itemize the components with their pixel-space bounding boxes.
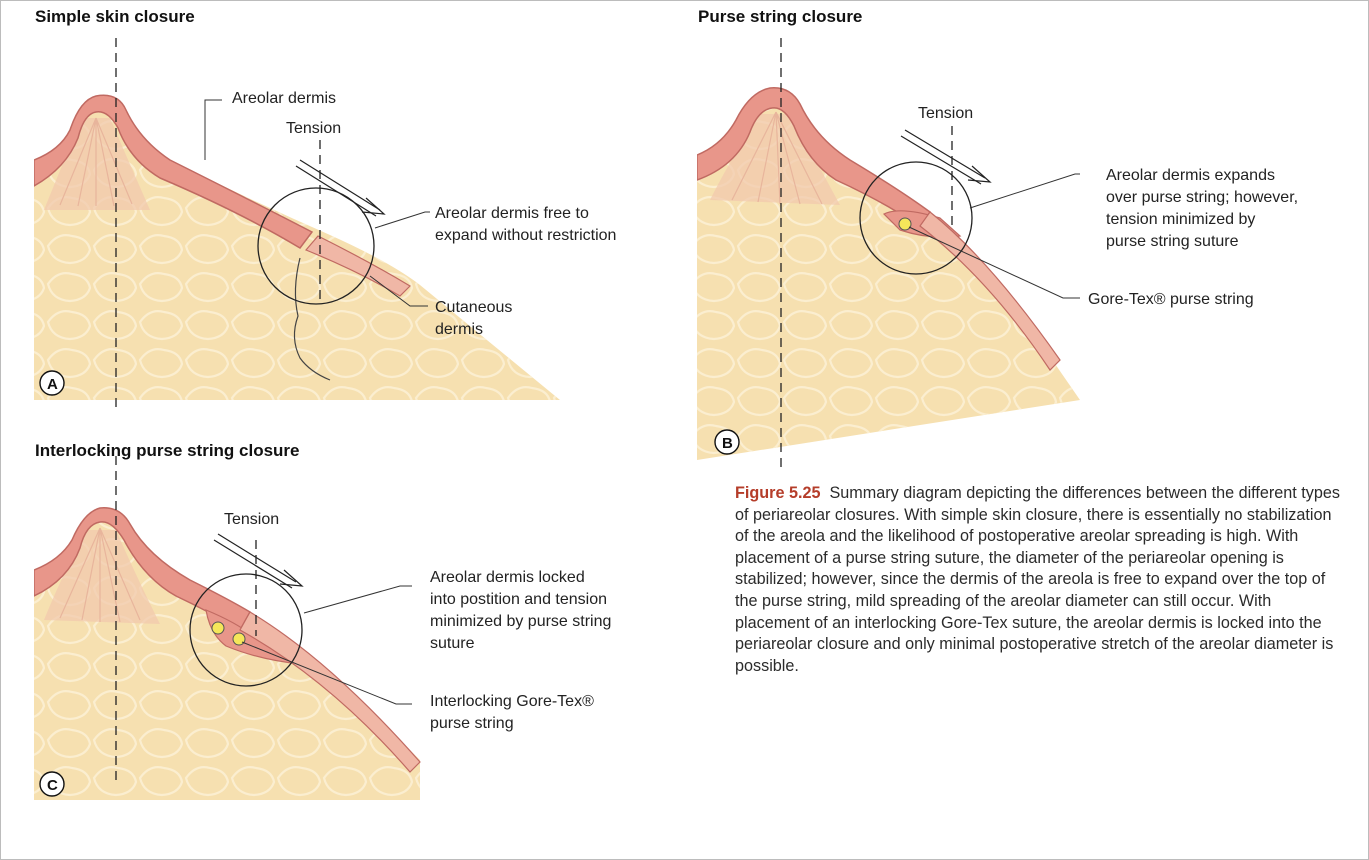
tension-arrow-c bbox=[214, 534, 296, 588]
label-locked-line3-c: minimized by purse string bbox=[430, 613, 611, 630]
label-interlock-line1-c: Interlocking Gore-Tex® bbox=[430, 693, 594, 710]
figure-caption-text: Summary diagram depicting the difference… bbox=[735, 484, 1340, 675]
label-free-line2-a: expand without restriction bbox=[435, 227, 616, 244]
label-tension-b: Tension bbox=[918, 105, 973, 122]
figure-caption-label: Figure 5.25 bbox=[735, 484, 820, 502]
label-goretex-b: Gore-Tex® purse string bbox=[1088, 291, 1254, 308]
label-tension-c: Tension bbox=[224, 511, 279, 528]
label-locked-line1-c: Areolar dermis locked bbox=[430, 569, 585, 586]
badge-a: A bbox=[47, 376, 58, 393]
label-expands-line1-b: Areolar dermis expands bbox=[1106, 167, 1275, 184]
label-expands-line2-b: over purse string; however, bbox=[1106, 189, 1298, 206]
label-interlock-line2-c: purse string bbox=[430, 715, 514, 732]
label-cutaneous-line1-a: Cutaneous bbox=[435, 299, 512, 316]
badge-b: B bbox=[722, 435, 733, 452]
figure-caption: Figure 5.25 Summary diagram depicting th… bbox=[735, 483, 1347, 677]
leader-areolar-a bbox=[205, 100, 222, 160]
label-cutaneous-line2-a: dermis bbox=[435, 321, 483, 338]
suture-dot-lower-c bbox=[233, 633, 245, 645]
label-locked-line2-c: into postition and tension bbox=[430, 591, 607, 608]
label-areolar-dermis-a: Areolar dermis bbox=[232, 90, 336, 107]
panel-c-title: Interlocking purse string closure bbox=[35, 441, 300, 460]
gore-tex-suture-dot-b bbox=[899, 218, 911, 230]
panel-b bbox=[697, 38, 1080, 472]
panel-a-title: Simple skin closure bbox=[35, 7, 195, 26]
badge-c: C bbox=[47, 777, 58, 794]
panel-c bbox=[34, 456, 420, 800]
leader-locked-c bbox=[304, 586, 412, 613]
label-expands-line3-b: tension minimized by bbox=[1106, 211, 1255, 228]
suture-dot-upper-c bbox=[212, 622, 224, 634]
label-free-line1-a: Areolar dermis free to bbox=[435, 205, 589, 222]
tension-arrow-b bbox=[901, 130, 985, 184]
label-locked-line4-c: suture bbox=[430, 635, 475, 652]
label-expands-line4-b: purse string suture bbox=[1106, 233, 1239, 250]
label-tension-a: Tension bbox=[286, 120, 341, 137]
panel-b-title: Purse string closure bbox=[698, 7, 862, 26]
